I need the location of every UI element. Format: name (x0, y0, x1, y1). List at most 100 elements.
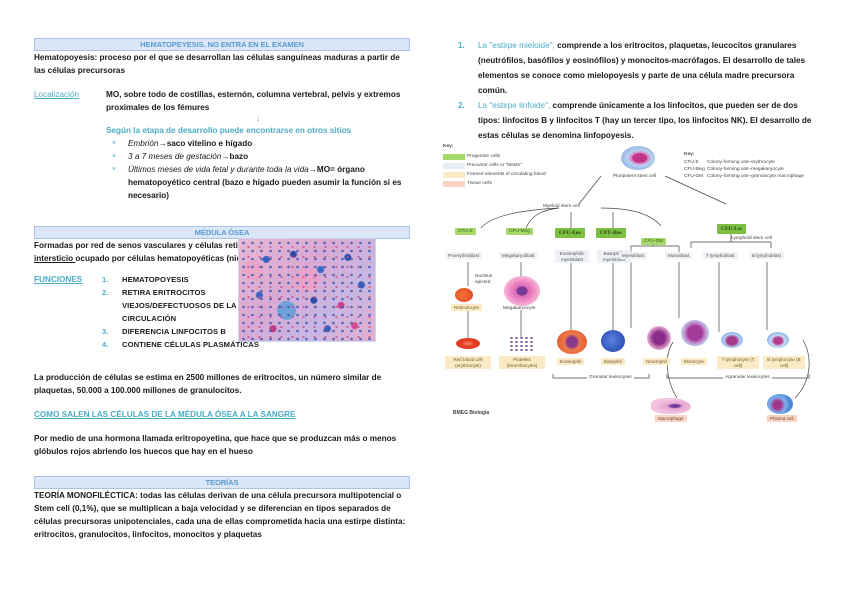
t-lymphocyte-label: T lymphocyte (T cell) (717, 356, 759, 369)
b-lymphocyte-label: B lymphocyte (B cell) (763, 356, 805, 369)
section-header-medula: MÉDULA ÓSEA (34, 226, 410, 239)
teoria-paragraph: TEORÍA MONOFILÉCTICA: todas las células … (34, 491, 406, 539)
key-label: Progenitor cells (467, 154, 501, 159)
eosinophil-image (557, 330, 587, 354)
key2-desc: Colony-forming unit–megakaryocyte (707, 167, 784, 172)
list-item: 2. La "estirpe linfoide", comprende únic… (458, 98, 818, 143)
macrophage-image (651, 398, 691, 414)
monocyte-image (681, 320, 709, 346)
funciones-row: FUNCIONES 1.HEMATOPOYESIS 2.RETIRA ERITR… (34, 273, 270, 351)
list-item: × Últimos meses de vida fetal y durante … (112, 163, 410, 202)
cfu-e-box: CFU-E (455, 228, 476, 235)
key-swatch-precursor (443, 163, 465, 169)
etapa-heading: Según la etapa de desarrollo puede encon… (106, 126, 352, 135)
eosinophil-label: Eosinophil (557, 358, 585, 365)
macrophage-label: Macrophage (655, 415, 687, 422)
rbc-label: Red blood cell (erythrocyte) (445, 356, 491, 369)
key-label: Precursor cells or "blasts" (467, 163, 522, 168)
intro-paragraph: Hematopoyesis: proceso por el que se des… (34, 53, 400, 75)
cfu-eos-box: CFU-Eos (555, 228, 585, 238)
etapa-rest: →bazo (221, 152, 249, 161)
list-number: 2. (458, 101, 465, 110)
como-salen-paragraph: Por medio de una hormona llamada eritrop… (34, 434, 397, 456)
etapa-rest: →saco vitelino e hígado (158, 139, 253, 148)
granular-leukocytes-label: Granular leukocytes (587, 375, 634, 380)
funciones-list: 1.HEMATOPOYESIS 2.RETIRA ERITROCITOS VIE… (102, 273, 270, 351)
key-label: Formed elements of circulating blood (467, 172, 546, 177)
megakaryocyte-image (504, 276, 540, 306)
estirpe-mieloide-term: La "estirpe mieloide", (478, 41, 555, 50)
list-item: × 3 a 7 meses de gestación→bazo (112, 150, 410, 163)
cfu-lsc-box: CFU-Lsc (717, 224, 747, 234)
basophil-image (601, 330, 625, 352)
platelets-label: Platelets (thrombocytes) (499, 356, 545, 369)
estirpe-text: comprende únicamente a los linfocitos, q… (478, 101, 812, 140)
platelets-image (509, 336, 533, 352)
agranular-leukocytes-label: Agranular leukocytes (723, 375, 772, 380)
t-lymphocyte-image (721, 332, 743, 348)
funcion-text: RETIRA ERITROCITOS VIEJOS/DEFECTUOSOS DE… (122, 288, 237, 323)
etapa-italic: Embrión (128, 139, 159, 148)
etapa-italic: 3 a 7 meses de gestación (128, 152, 222, 161)
etapas-list: × Embrión→saco vitelino e hígado × 3 a 7… (106, 137, 410, 202)
estirpe-linfoide-term: La "estirpe linfoide", (478, 101, 551, 110)
monoblast-label: Monoblast (665, 252, 693, 259)
right-column: 1. La "estirpe mieloide", comprende a lo… (458, 38, 818, 143)
funciones-link[interactable]: FUNCIONES (34, 275, 83, 284)
x-bullet-icon: × (112, 153, 117, 160)
myeloblast-label: Myeloblast (619, 252, 647, 259)
estirpes-list: 1. La "estirpe mieloide", comprende a lo… (458, 38, 818, 143)
key-title: Key: (443, 144, 454, 149)
etapas-block: ↓ Según la etapa de desarrollo puede enc… (34, 114, 410, 202)
red-blood-cell-image (456, 338, 480, 349)
etapa-italic: Últimos meses de vida fetal y durante to… (128, 165, 309, 174)
key2-desc: Colony-forming unit–erythrocyte (707, 160, 775, 165)
cfu-meg-box: CFU-Meg (506, 228, 533, 235)
list-number: 2. (102, 288, 109, 297)
cfu-gm-box: CFU-GM (641, 238, 667, 245)
arrow-pluri-to-lymphoid (664, 175, 727, 205)
arrow-bcell-plasma (794, 339, 810, 399)
megakaryoblast-label: Megakaryoblast (499, 252, 538, 259)
nucleus-ejected-label: Nucleus ejected (475, 274, 493, 285)
list-item: 3.DIFERENCIA LINFOCITOS B (102, 325, 270, 338)
cfu-bas-box: CFU-Bas (596, 228, 626, 238)
localizacion-link[interactable]: Localización (34, 90, 80, 99)
eosinophilic-myeloblast-label: Eosinophilic myeloblast (555, 250, 589, 263)
basophil-label: Basophil (601, 358, 625, 365)
key-label: Tissue cells (467, 181, 492, 186)
list-item: × Embrión→saco vitelino e hígado (112, 137, 410, 150)
curve-to-cfu-e (480, 207, 560, 229)
t-lymphoblast-label: T lymphoblast (703, 252, 738, 259)
bone-marrow-micrograph-image (238, 238, 376, 342)
medula-paragraph: Formadas por red de senos vasculares y c… (34, 239, 410, 265)
como-salen-link[interactable]: COMO SALEN LAS CÉLULAS DE LA MÉDULA ÓSEA… (34, 410, 296, 419)
erythroblast-image (455, 288, 473, 302)
left-column: HEMATOPEYESIS. NO ENTRA EN EL EXAMEN Hem… (34, 38, 410, 541)
proerythroblast-label: Proerythroblast (445, 252, 483, 259)
funcion-text: HEMATOPOYESIS (122, 275, 189, 284)
plasma-cell-label: Plasma cell (767, 415, 797, 422)
key-swatch-tissue (443, 181, 465, 187)
b-lymphocyte-image (767, 332, 789, 348)
intersticio-term: intersticio (34, 254, 76, 263)
down-arrow-icon: ↓ (255, 114, 261, 123)
arrow-monocyte-macrophage (666, 341, 678, 399)
lymphoid-label: Lymphoid stem cell (731, 236, 772, 241)
arrow-pluri-to-myeloid (578, 175, 602, 205)
key2-abbr: CFU-Meg (684, 167, 705, 172)
key2-abbr: CFU-E (684, 160, 699, 165)
funcion-text: CONTIENE CÉLULAS PLASMÁTICAS (122, 340, 259, 349)
medula-text-1: Formadas por red de senos vasculares y c… (34, 241, 370, 250)
localizacion-row: Localización MO, sobre todo de costillas… (34, 88, 410, 114)
plasma-cell-image (767, 394, 793, 414)
list-number: 4. (102, 340, 109, 349)
x-bullet-icon: × (112, 140, 117, 147)
etapa-rest: →MO= órgano hematopoyético central (bazo… (128, 165, 402, 200)
x-bullet-icon: × (112, 166, 117, 173)
list-item: 1. La "estirpe mieloide", comprende a lo… (458, 38, 818, 98)
list-item: 2. RETIRA ERITROCITOS VIEJOS/DEFECTUOSOS … (102, 286, 270, 325)
funcion-text: DIFERENCIA LINFOCITOS B (122, 327, 226, 336)
hematopoiesis-diagram: Key: Progenitor cells Precursor cells or… (441, 142, 817, 422)
